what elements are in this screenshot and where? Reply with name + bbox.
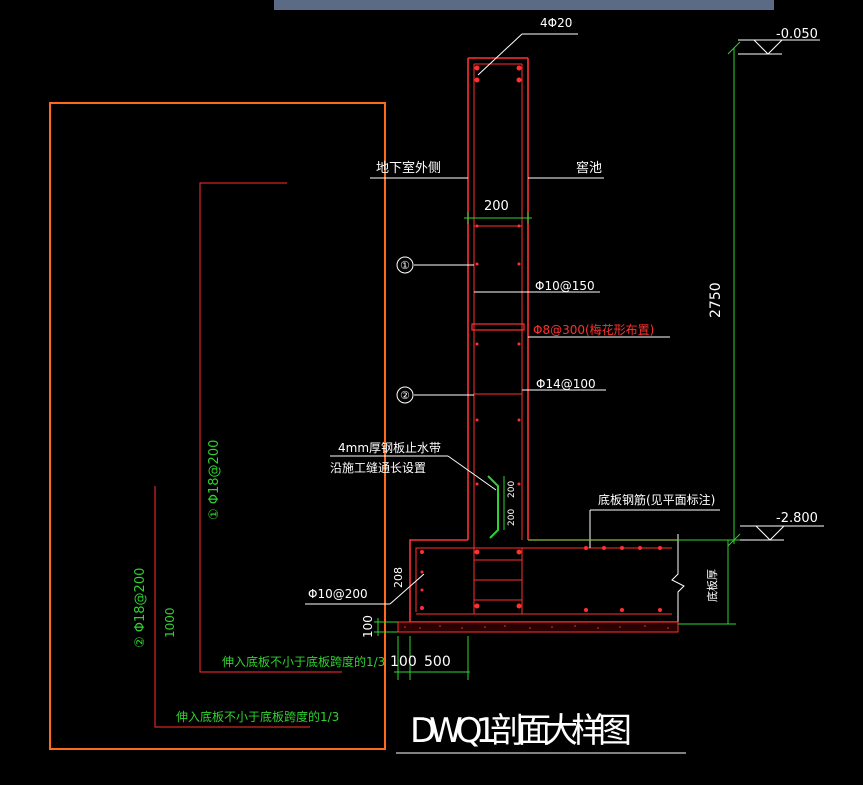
label-ws-dim1: 200 xyxy=(507,481,517,498)
label-dim-208: 208 xyxy=(392,567,405,588)
drawing-title: DWQ1剖面大样图 xyxy=(410,711,632,751)
label-slab-rebar: 底板钢筋(见平面标注) xyxy=(598,492,715,507)
label-dim-100-v: 100 xyxy=(361,615,375,638)
dimension-lines xyxy=(374,41,742,680)
window-top-bar xyxy=(274,0,774,10)
wall-rebar xyxy=(415,63,672,615)
label-rebar-top: 4Φ20 xyxy=(540,16,572,30)
blinding-hatch xyxy=(404,625,669,629)
label-waterstop-2: 沿施工缝通长设置 xyxy=(330,460,426,475)
waterstop-plate xyxy=(487,475,499,539)
break-line xyxy=(671,534,685,628)
label-horiz-bar: Φ10@150 xyxy=(535,279,595,293)
label-slab-thick: 底板厚 xyxy=(705,569,719,602)
label-footing-bar: Φ10@200 xyxy=(308,587,368,601)
wall-outline xyxy=(409,57,678,623)
label-tie-bar: Φ8@300(梅花形布置) xyxy=(533,322,654,337)
label-waterstop-1: 4mm厚钢板止水带 xyxy=(338,441,441,455)
detail-note-2: 伸入底板不小于底板跨度的1/3 xyxy=(176,709,339,724)
label-elev-top: -0.050 xyxy=(776,27,818,42)
label-elev-bottom: -2.800 xyxy=(776,511,818,526)
leader-lines xyxy=(305,33,720,605)
detail-bar-2 xyxy=(154,486,310,728)
label-inside: 窖池 xyxy=(576,160,602,176)
label-dim-100-h: 100 xyxy=(390,654,417,670)
label-dim-500: 500 xyxy=(424,654,451,670)
rebar-dots xyxy=(420,65,662,612)
label-height-dim: 2750 xyxy=(708,282,724,318)
detail-bar-2-label: ② Φ18@200 xyxy=(133,568,148,648)
label-ws-dim2: 200 xyxy=(507,509,517,526)
selection-frame[interactable] xyxy=(49,102,386,750)
blinding-layer xyxy=(397,621,679,633)
elevation-marks xyxy=(738,39,824,541)
tie-bar-hooked xyxy=(471,323,525,331)
callout-circle-1 xyxy=(396,256,414,274)
label-outside: 地下室外侧 xyxy=(376,160,441,176)
label-circle-2: ② xyxy=(400,389,410,402)
detail-dim-1000: 1000 xyxy=(163,607,177,638)
label-circle-1: ① xyxy=(400,259,410,272)
label-wall-thickness: 200 xyxy=(484,199,509,214)
detail-bar-1-label: ① Φ18@200 xyxy=(207,440,222,520)
label-inner-vert: Φ14@100 xyxy=(536,377,596,391)
callout-circle-2 xyxy=(396,386,414,404)
detail-bar-1 xyxy=(199,182,342,673)
detail-note-1: 伸入底板不小于底板跨度的1/3 xyxy=(222,654,385,669)
